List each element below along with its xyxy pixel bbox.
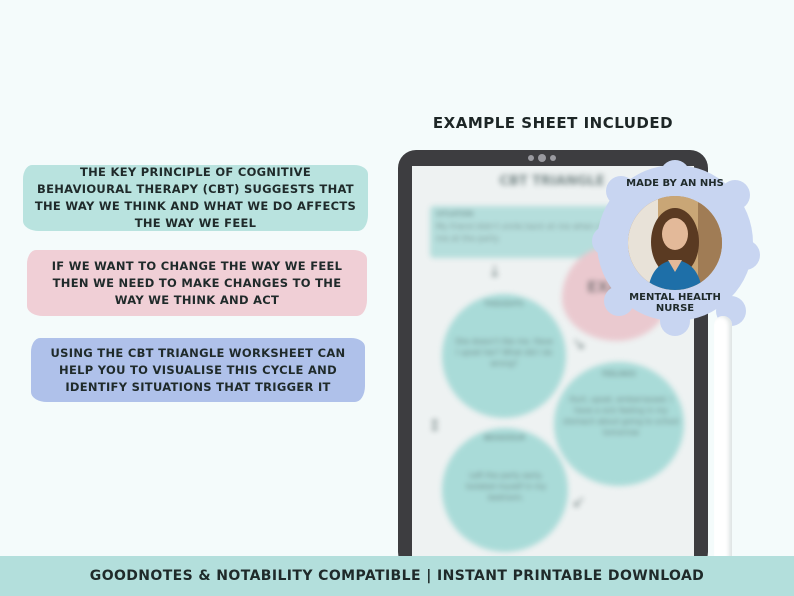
arrow-up-icon: ↕ bbox=[428, 416, 442, 435]
thoughts-circle bbox=[442, 294, 566, 418]
badge-scallop bbox=[660, 160, 690, 190]
nurse-portrait-image bbox=[628, 196, 722, 290]
footer-text: Goodnotes & Notability compatible | Inst… bbox=[89, 568, 705, 584]
change-feeling-box: If we want to change the way we feel the… bbox=[27, 250, 367, 316]
badge-bottom-text: Mental health nurse bbox=[629, 292, 721, 314]
thoughts-text: She doesn't like me. Have I upset her? W… bbox=[455, 337, 553, 368]
feelings-text: Hurt, upset, embarrassed. I have a sick … bbox=[563, 395, 679, 437]
feelings-circle bbox=[554, 362, 684, 486]
badge-top-text: Made by an NHS bbox=[626, 178, 724, 189]
situation-text-line2: me at the party. bbox=[436, 234, 501, 243]
badge-scallop bbox=[606, 176, 636, 206]
badge-scallop bbox=[592, 226, 622, 256]
situation-text-line1: My friend didn't smile back at me when s… bbox=[436, 222, 630, 231]
stylus-pencil bbox=[714, 316, 732, 566]
badge-scallop bbox=[720, 180, 750, 210]
feelings-label: FEELINGS bbox=[602, 370, 636, 378]
example-sheet-heading: Example sheet included bbox=[432, 114, 674, 132]
arrow-right-icon: ↘ bbox=[572, 334, 586, 353]
tablet-camera-icon bbox=[538, 154, 546, 162]
situation-label: SITUATION bbox=[436, 210, 474, 218]
behaviour-label: BEHAVIOUR bbox=[484, 434, 526, 442]
tablet-sensor-dot bbox=[550, 155, 556, 161]
cbt-principle-box: The key principle of Cognitive Behaviour… bbox=[23, 165, 368, 231]
tablet-camera-dot bbox=[528, 155, 534, 161]
arrow-left-icon: ↙ bbox=[572, 492, 586, 511]
footer-banner: Goodnotes & Notability compatible | Inst… bbox=[0, 556, 794, 596]
behaviour-circle bbox=[442, 428, 568, 552]
nurse-photo bbox=[628, 196, 722, 290]
badge-scallop bbox=[730, 240, 760, 270]
worksheet-title: CBT TRIANGLE bbox=[499, 174, 605, 189]
badge-scallop bbox=[604, 286, 634, 316]
badge-scallop bbox=[660, 306, 690, 336]
thoughts-label: THOUGHTS bbox=[484, 300, 524, 308]
arrow-down-icon: ↓ bbox=[488, 262, 502, 281]
behaviour-text: Left the party early. Isolated myself in… bbox=[465, 471, 547, 502]
worksheet-benefit-box: Using the CBT triangle worksheet can hel… bbox=[31, 338, 365, 402]
